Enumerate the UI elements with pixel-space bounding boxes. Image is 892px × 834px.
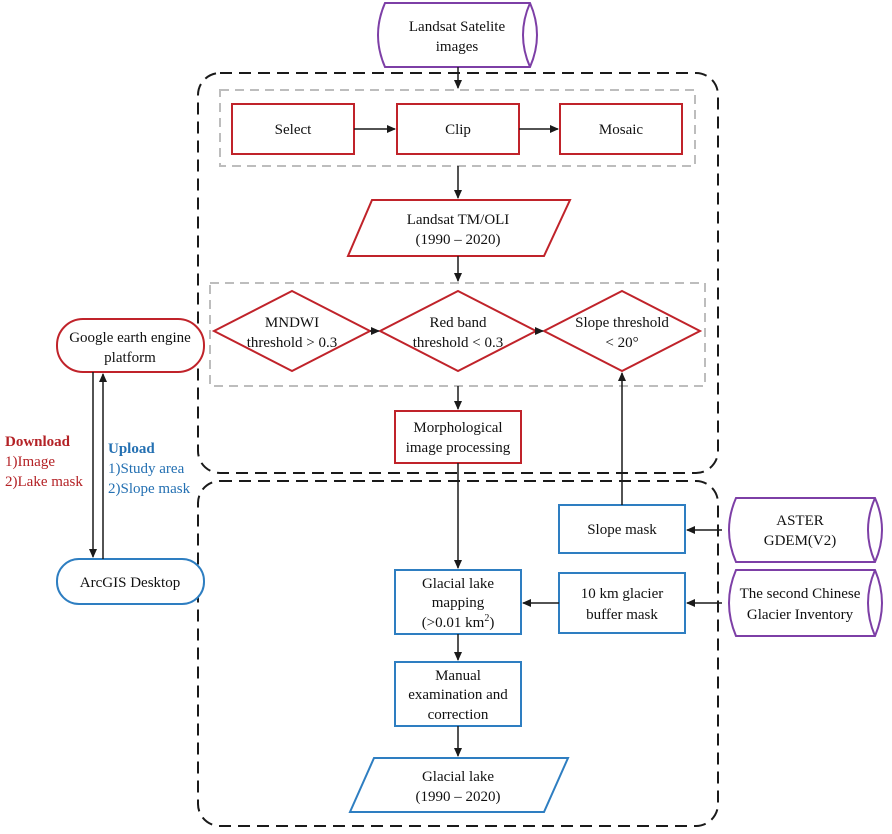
- gee-line2: platform: [104, 350, 156, 366]
- clip-node: Clip: [396, 103, 520, 155]
- glacial-lake-output-node: Glacial lake (1990 – 2020): [348, 757, 570, 813]
- manual-correction-node: Manual examination and correction: [394, 661, 522, 727]
- mapping-line2: mapping: [432, 595, 485, 611]
- download-item2: 2)Lake mask: [5, 474, 83, 490]
- landsat-images-line1: Landsat Satelite: [409, 19, 506, 35]
- download-label-group: Download 1)Image 2)Lake mask: [5, 434, 83, 490]
- glacier-buffer-line2: buffer mask: [586, 607, 658, 623]
- manual-line2: examination and: [408, 687, 508, 703]
- download-title: Download: [5, 434, 71, 450]
- glacial-lake-line2: (1990 – 2020): [416, 789, 501, 805]
- glacial-lake-mapping-node: Glacial lake mapping (>0.01 km2): [394, 569, 522, 635]
- glacial-lake-line1: Glacial lake: [422, 769, 494, 785]
- landsat-satellite-images-node: Landsat Satelite images: [377, 2, 538, 68]
- slope-mask-label: Slope mask: [587, 522, 657, 538]
- mosaic-label: Mosaic: [599, 122, 644, 138]
- gee-line1: Google earth engine: [69, 330, 191, 346]
- manual-line3: correction: [428, 707, 489, 723]
- glacier-buffer-line1: 10 km glacier: [581, 586, 663, 602]
- arcgis-label: ArcGIS Desktop: [80, 575, 180, 591]
- upload-item2: 2)Slope mask: [108, 481, 191, 497]
- google-earth-engine-node: Google earth engine platform: [56, 318, 205, 373]
- slope-threshold-line2: < 20°: [605, 335, 638, 351]
- red-band-line2: threshold < 0.3: [413, 335, 504, 351]
- mapping-line3: (>0.01 km2): [422, 613, 495, 631]
- manual-line1: Manual: [435, 668, 481, 684]
- select-label: Select: [275, 122, 312, 138]
- glacier-buffer-mask-node: 10 km glacier buffer mask: [558, 572, 686, 634]
- landsat-images-line2: images: [436, 39, 479, 55]
- mndwi-line1: MNDWI: [265, 315, 319, 331]
- upload-label-group: Upload 1)Study area 2)Slope mask: [108, 441, 191, 497]
- red-band-threshold-node: Red band threshold < 0.3: [377, 289, 539, 373]
- arcgis-desktop-node: ArcGIS Desktop: [56, 558, 205, 605]
- upload-item1: 1)Study area: [108, 461, 185, 477]
- aster-line2: GDEM(V2): [764, 533, 837, 549]
- aster-line1: ASTER: [776, 513, 824, 529]
- slope-threshold-node: Slope threshold < 20°: [541, 289, 703, 373]
- slope-threshold-line1: Slope threshold: [575, 315, 669, 331]
- mndwi-line2: threshold > 0.3: [247, 335, 338, 351]
- clip-label: Clip: [445, 122, 471, 138]
- morphological-processing-node: Morphological image processing: [394, 410, 522, 464]
- landsat-tm-line1: Landsat TM/OLI: [407, 212, 510, 228]
- glacier-inventory-node: The second Chinese Glacier Inventory: [728, 569, 883, 637]
- morphological-line1: Morphological: [413, 420, 502, 436]
- download-item1: 1)Image: [5, 454, 55, 470]
- aster-gdem-node: ASTER GDEM(V2): [728, 497, 883, 563]
- upload-title: Upload: [108, 441, 155, 457]
- mndwi-threshold-node: MNDWI threshold > 0.3: [211, 289, 373, 373]
- red-band-line1: Red band: [429, 315, 487, 331]
- slope-mask-node: Slope mask: [558, 504, 686, 554]
- select-node: Select: [231, 103, 355, 155]
- inventory-line1: The second Chinese: [740, 586, 861, 602]
- connectors: [89, 67, 722, 757]
- mapping-line1: Glacial lake: [422, 576, 494, 592]
- landsat-tm-oli-node: Landsat TM/OLI (1990 – 2020): [346, 199, 572, 257]
- inventory-line2: Glacier Inventory: [747, 607, 854, 623]
- mosaic-node: Mosaic: [559, 103, 683, 155]
- morphological-line2: image processing: [406, 440, 511, 456]
- landsat-tm-line2: (1990 – 2020): [416, 232, 501, 248]
